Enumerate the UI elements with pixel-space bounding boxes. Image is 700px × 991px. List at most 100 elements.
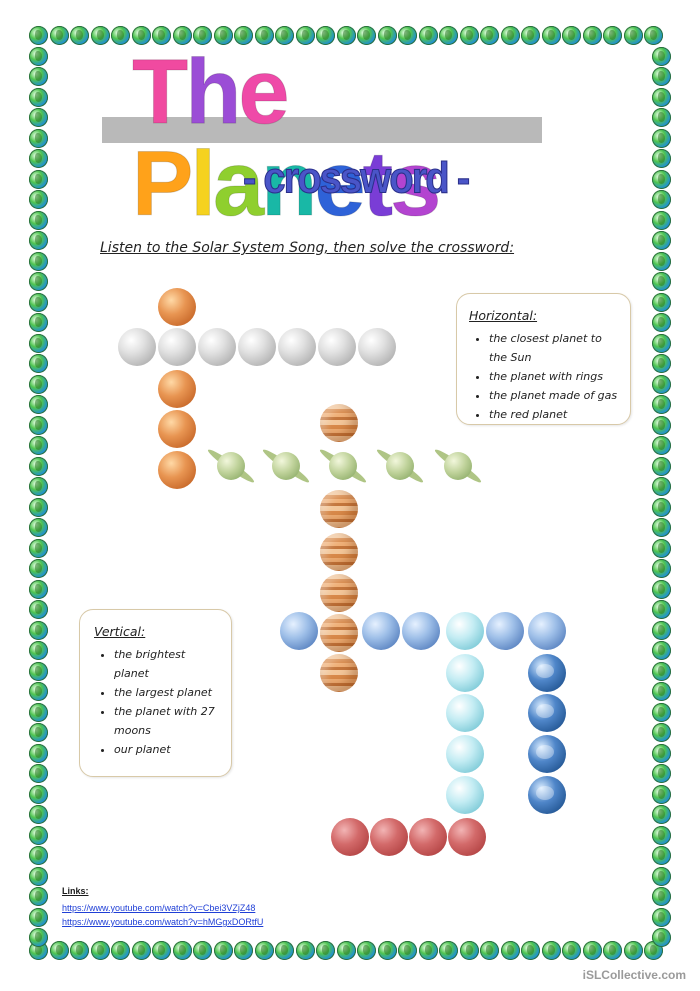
globe-icon xyxy=(562,941,581,960)
globe-icon xyxy=(336,941,356,960)
jup-planet-icon xyxy=(320,654,358,692)
globe-icon xyxy=(652,661,671,681)
mars-planet-icon xyxy=(331,818,369,856)
globe-icon xyxy=(29,436,48,455)
globe-icon xyxy=(652,682,671,701)
globe-icon xyxy=(254,26,274,45)
globe-icon xyxy=(29,354,48,373)
title-letter: t xyxy=(362,133,394,235)
globe-icon xyxy=(652,190,671,209)
globe-icon xyxy=(193,941,212,960)
globe-icon xyxy=(29,682,48,701)
uranus-planet-icon xyxy=(446,612,484,650)
globe-icon xyxy=(652,436,671,455)
globe-icon xyxy=(652,169,671,189)
title-letter: s xyxy=(390,133,442,235)
neptune-planet-icon xyxy=(528,612,566,650)
page-subtitle: - crossword - xyxy=(242,153,470,203)
globe-icon xyxy=(652,333,671,353)
globe-icon xyxy=(652,374,671,394)
globe-icon xyxy=(316,941,335,960)
globe-icon xyxy=(652,723,671,742)
vertical-clue-list: the brightest planet the largest planet … xyxy=(94,645,221,759)
globe-icon xyxy=(652,764,671,783)
globe-icon xyxy=(652,784,671,804)
globe-icon xyxy=(29,600,48,619)
globe-icon xyxy=(90,941,110,960)
globe-icon xyxy=(459,941,479,960)
globe-icon xyxy=(652,743,671,763)
globe-icon xyxy=(29,702,48,722)
globe-icon xyxy=(29,620,48,640)
globe-icon xyxy=(541,26,561,45)
globe-icon xyxy=(652,477,671,496)
link-2[interactable]: https://www.youtube.com/watch?v=hMGgxDOR… xyxy=(62,917,264,927)
globe-icon xyxy=(29,67,48,86)
globe-icon xyxy=(652,128,671,148)
globe-icon xyxy=(131,941,151,960)
vertical-clue: the brightest planet xyxy=(114,645,221,683)
globe-icon xyxy=(234,26,253,45)
vertical-clue: the largest planet xyxy=(114,683,221,702)
globe-icon xyxy=(652,846,671,865)
globe-icon xyxy=(644,26,663,45)
globe-icon xyxy=(29,210,48,230)
globe-icon xyxy=(500,26,520,45)
globe-icon xyxy=(652,415,671,435)
globe-icon xyxy=(357,941,376,960)
globe-icon xyxy=(29,128,48,148)
globe-icon xyxy=(29,46,48,66)
globe-icon xyxy=(29,518,48,537)
merc-planet-icon xyxy=(158,410,196,448)
globe-icon xyxy=(29,497,48,517)
neptune-planet-icon xyxy=(280,612,318,650)
globe-icon xyxy=(29,477,48,496)
globe-icon xyxy=(29,108,48,127)
globe-icon xyxy=(603,26,622,45)
globe-icon xyxy=(193,26,212,45)
globe-icon xyxy=(652,108,671,127)
title-letter: h xyxy=(185,41,242,143)
globe-icon xyxy=(29,231,48,250)
globe-icon xyxy=(152,941,171,960)
globe-icon xyxy=(398,26,417,45)
globe-icon xyxy=(295,941,315,960)
globe-icon xyxy=(29,292,48,312)
jup-planet-icon xyxy=(320,614,358,652)
globe-icon xyxy=(29,907,48,927)
horizontal-clue: the closest planet to the Sun xyxy=(489,329,620,367)
merc-planet-icon xyxy=(158,288,196,326)
globe-icon xyxy=(652,538,671,558)
merc-planet-icon xyxy=(158,370,196,408)
title-block: The Planets xyxy=(100,46,580,231)
globe-icon xyxy=(652,866,671,886)
moon-planet-icon xyxy=(358,328,396,366)
globe-icon xyxy=(29,169,48,189)
globe-icon xyxy=(275,26,294,45)
globe-icon xyxy=(213,26,233,45)
globe-icon xyxy=(29,538,48,558)
globe-icon xyxy=(90,26,110,45)
globe-icon xyxy=(29,415,48,435)
globe-icon xyxy=(652,313,671,332)
globe-icon xyxy=(29,764,48,783)
horizontal-heading: Horizontal: xyxy=(469,308,538,323)
horizontal-clues-box: Horizontal: the closest planet to the Su… xyxy=(456,293,631,425)
globe-icon xyxy=(582,941,602,960)
globe-icon xyxy=(439,26,458,45)
neptune-planet-icon xyxy=(402,612,440,650)
globe-icon xyxy=(652,518,671,537)
link-1[interactable]: https://www.youtube.com/watch?v=Cbei3VZj… xyxy=(62,903,256,913)
globe-icon xyxy=(49,941,69,960)
title-letter: P xyxy=(131,133,193,235)
globe-icon xyxy=(29,887,48,906)
mars-planet-icon xyxy=(370,818,408,856)
globe-icon xyxy=(652,641,671,660)
neptune-planet-icon xyxy=(486,612,524,650)
globe-icon xyxy=(652,887,671,906)
globe-icon xyxy=(152,26,171,45)
globe-icon xyxy=(652,702,671,722)
saturn-planet-icon xyxy=(372,440,428,492)
globe-icon xyxy=(652,928,671,947)
globe-icon xyxy=(336,26,356,45)
